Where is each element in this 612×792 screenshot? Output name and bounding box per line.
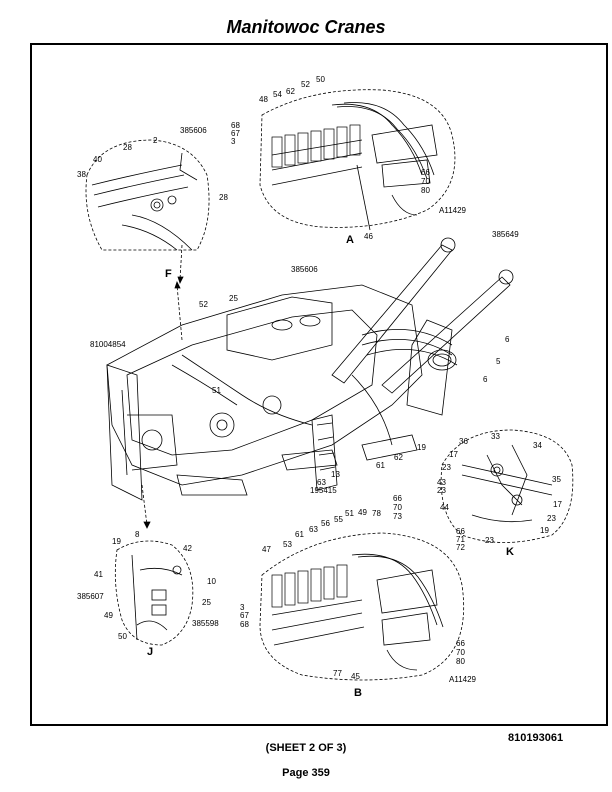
page-title: Manitowoc Cranes <box>226 17 386 37</box>
detail-j-view <box>114 540 194 646</box>
callout: 72 <box>456 543 465 552</box>
callout: 2 <box>153 136 158 145</box>
callout: 71 <box>456 535 465 544</box>
callout: A11429 <box>449 675 477 684</box>
parts-diagram: 68 67 3 48 54 62 52 50 66 70 80 A11429 4… <box>77 75 574 699</box>
callout: 73 <box>393 512 402 521</box>
callout: 47 <box>262 545 271 554</box>
detail-a-view <box>259 89 456 231</box>
view-label-a: A <box>346 234 354 246</box>
callout: 51 <box>212 386 221 395</box>
callout: 19 <box>540 526 549 535</box>
detail-b-view <box>259 532 465 681</box>
callout: 385598 <box>192 619 219 628</box>
callout: 44 <box>440 503 449 512</box>
callout: 23 <box>437 486 446 495</box>
callout: 13 <box>331 470 340 479</box>
callout: 56 <box>321 519 330 528</box>
callout: 10 <box>207 577 216 586</box>
callout: 54 <box>273 90 282 99</box>
callout: 5 <box>496 357 501 366</box>
callout: 61 <box>295 530 304 539</box>
callout: 45 <box>351 672 360 681</box>
callout: 63 <box>309 525 318 534</box>
callout: 35 <box>552 475 561 484</box>
callout: 25 <box>229 294 238 303</box>
callout: 23 <box>547 514 556 523</box>
callout: 63 <box>317 478 326 487</box>
callout: 385606 <box>180 126 207 135</box>
callout: 66 <box>456 639 465 648</box>
diagram-frame: 68 67 3 48 54 62 52 50 66 70 80 A11429 4… <box>30 43 608 726</box>
callout: 3 <box>231 137 236 146</box>
callout: 67 <box>240 611 249 620</box>
callout: 70 <box>421 177 430 186</box>
callout: 3 <box>240 603 245 612</box>
callout: 28 <box>219 193 228 202</box>
callout: 34 <box>533 441 542 450</box>
callout: 80 <box>456 657 465 666</box>
callout: 43 <box>437 478 446 487</box>
callout: 70 <box>393 503 402 512</box>
callout: 70 <box>456 648 465 657</box>
callout: A11429 <box>439 206 467 215</box>
callout: 61 <box>376 461 385 470</box>
callout: 68 <box>231 121 240 130</box>
callout: 67 <box>231 129 240 138</box>
callout: 23 <box>485 536 494 545</box>
callout: 66 <box>421 168 430 177</box>
callout: 81004854 <box>90 340 126 349</box>
callout: 28 <box>123 143 132 152</box>
detail-f-view <box>85 139 210 285</box>
callout: 52 <box>301 80 310 89</box>
callout: 36 <box>459 437 468 446</box>
callout: 52 <box>199 300 208 309</box>
callout: 385607 <box>77 592 104 601</box>
view-label-k: K <box>506 546 514 558</box>
callout: 38 <box>77 170 86 179</box>
callout: 385606 <box>291 265 318 274</box>
callout: 33 <box>491 432 500 441</box>
callout: 53 <box>283 540 292 549</box>
callout: 23 <box>442 463 451 472</box>
callout: 62 <box>394 453 403 462</box>
callout: 385649 <box>492 230 519 239</box>
page-number: Page 359 <box>282 767 330 779</box>
callout: 19 <box>417 443 426 452</box>
callout: 40 <box>93 155 102 164</box>
callout: 50 <box>316 75 325 84</box>
callout: 49 <box>104 611 113 620</box>
callout: 66 <box>456 527 465 536</box>
callout: 68 <box>240 620 249 629</box>
callout: 62 <box>286 87 295 96</box>
callout: 8 <box>135 530 140 539</box>
callout: 19 <box>112 537 121 546</box>
callout: 77 <box>333 669 342 678</box>
callout: 49 <box>358 508 367 517</box>
callout: 42 <box>183 544 192 553</box>
callout: 6 <box>505 335 510 344</box>
callout: 17 <box>553 500 562 509</box>
view-label-j: J <box>147 646 153 658</box>
callout: 78 <box>372 509 381 518</box>
view-label-f: F <box>165 268 172 280</box>
callout: 6 <box>483 375 488 384</box>
callout: 50 <box>118 632 127 641</box>
detail-k-view <box>440 429 574 543</box>
callout: 66 <box>393 494 402 503</box>
callout: 41 <box>94 570 103 579</box>
main-assembly-view <box>106 237 514 529</box>
callout: 46 <box>364 232 373 241</box>
callout: 48 <box>259 95 268 104</box>
callout: 51 <box>345 509 354 518</box>
callout: 80 <box>421 186 430 195</box>
callout: 25 <box>202 598 211 607</box>
callout: 17 <box>449 450 458 459</box>
callout: 55 <box>334 515 343 524</box>
view-label-b: B <box>354 687 362 699</box>
document-number: 810193061 <box>508 732 564 744</box>
sheet-label: (SHEET 2 OF 3) <box>265 742 347 754</box>
callout: 195415 <box>310 486 337 495</box>
